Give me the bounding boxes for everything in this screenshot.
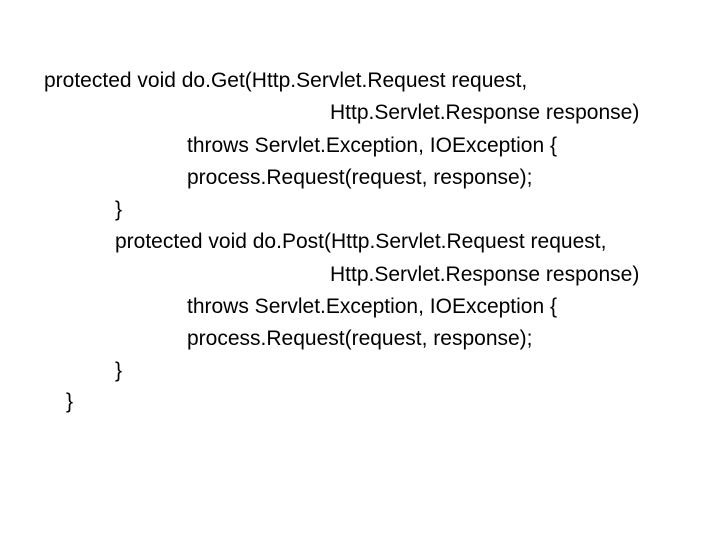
doget-closing-brace: } [115,198,123,221]
dopost-body-line: process.Request(request, response); [187,327,533,350]
doget-body-line: process.Request(request, response); [187,166,533,189]
dopost-response-param-line: Http.Servlet.Response response) [330,263,640,286]
dopost-closing-brace: } [115,359,123,382]
doget-throws-line: throws Servlet.Exception, IOException { [187,134,558,157]
dopost-signature-line: protected void do.Post(Http.Servlet.Requ… [115,230,607,253]
dopost-throws-line: throws Servlet.Exception, IOException { [187,295,558,318]
class-closing-brace: } [66,390,74,413]
doget-response-param-line: Http.Servlet.Response response) [330,101,640,124]
doget-signature-line: protected void do.Get(Http.Servlet.Reque… [44,69,528,92]
